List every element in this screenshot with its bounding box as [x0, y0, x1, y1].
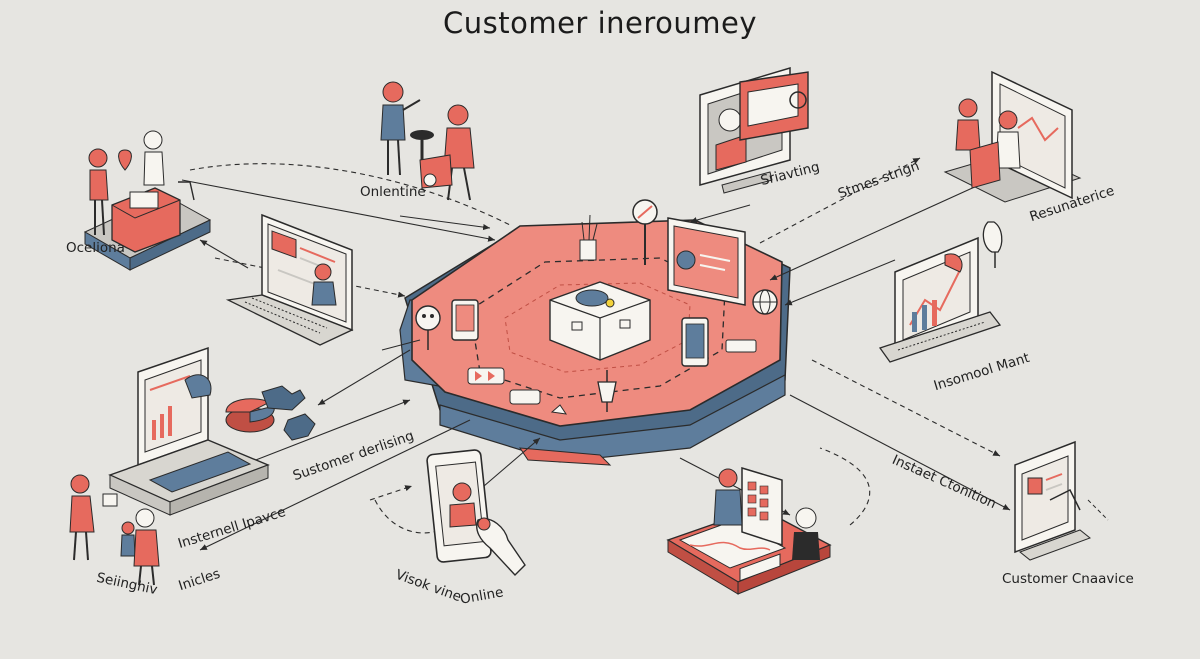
arrow-from-resunaterice [769, 179, 991, 281]
laptop-woman-scene [225, 213, 354, 346]
arrow-robot [381, 339, 421, 351]
arrow-from-laptop-bottom [317, 349, 411, 406]
phone-hand-scene [426, 449, 526, 577]
person-red [419, 104, 475, 201]
pie-chart-icon [225, 398, 275, 433]
label-oceliona: Oceliona [66, 240, 125, 256]
tablet-app-grid [747, 481, 769, 521]
arrow-from-sriavting [689, 204, 751, 224]
puzzle-icon [261, 385, 316, 441]
hub-phone-icon [681, 317, 709, 367]
pencil-cup-icon [579, 214, 598, 261]
signpost-icon [632, 199, 658, 265]
label-onlentine: Onlentine [360, 184, 426, 200]
hub-display-screen [667, 217, 746, 306]
central-server-box [549, 281, 651, 361]
arrow-to-customer-cnaavice [789, 394, 1011, 511]
analytics-laptop [108, 346, 270, 516]
customer-service-monitor [1014, 440, 1109, 561]
globe-icon [752, 289, 778, 315]
robot-icon [415, 305, 441, 350]
woman-figure [69, 474, 95, 561]
dashed-arrow-phone-top [369, 485, 413, 501]
dashed-arrow-instaet [811, 359, 1001, 457]
hub-control-buttons [467, 367, 568, 415]
seiinghiv-people [69, 474, 160, 586]
child-figure [120, 521, 136, 557]
shopper-figure [88, 148, 132, 236]
dashed-arrow-stmes [759, 157, 921, 244]
hub-tablet-icon [451, 299, 479, 341]
lamp-icon [597, 370, 617, 412]
video-call-monitor [699, 66, 809, 194]
arrow-from-oceliona [181, 179, 496, 242]
analytics-desktop [878, 221, 1003, 363]
clerk-figure [143, 130, 165, 186]
onlentine-people-scene [380, 81, 475, 201]
man-figure [133, 508, 160, 586]
lightbulb-icon [982, 221, 1003, 268]
arrow-insternell [199, 419, 471, 551]
page-title: Customer ineroumey [442, 6, 758, 40]
service-desk-scene [666, 466, 832, 595]
person-blue [380, 81, 421, 176]
arrow-from-insomool [784, 259, 896, 306]
connector-arrows [181, 157, 1011, 551]
central-hub [399, 199, 791, 466]
store-scene [83, 130, 212, 271]
dashed-arrow-service-desk [819, 447, 871, 526]
dashed-arrow-oceliona [189, 163, 511, 226]
resunaterice-scene [943, 70, 1082, 203]
arrow-into-laptop [199, 239, 249, 269]
arrow-sustomer-derlising [229, 399, 411, 471]
label-customer-cnaavice: Customer Cnaavice [1002, 571, 1134, 587]
arrow-from-onlentine [399, 215, 491, 231]
